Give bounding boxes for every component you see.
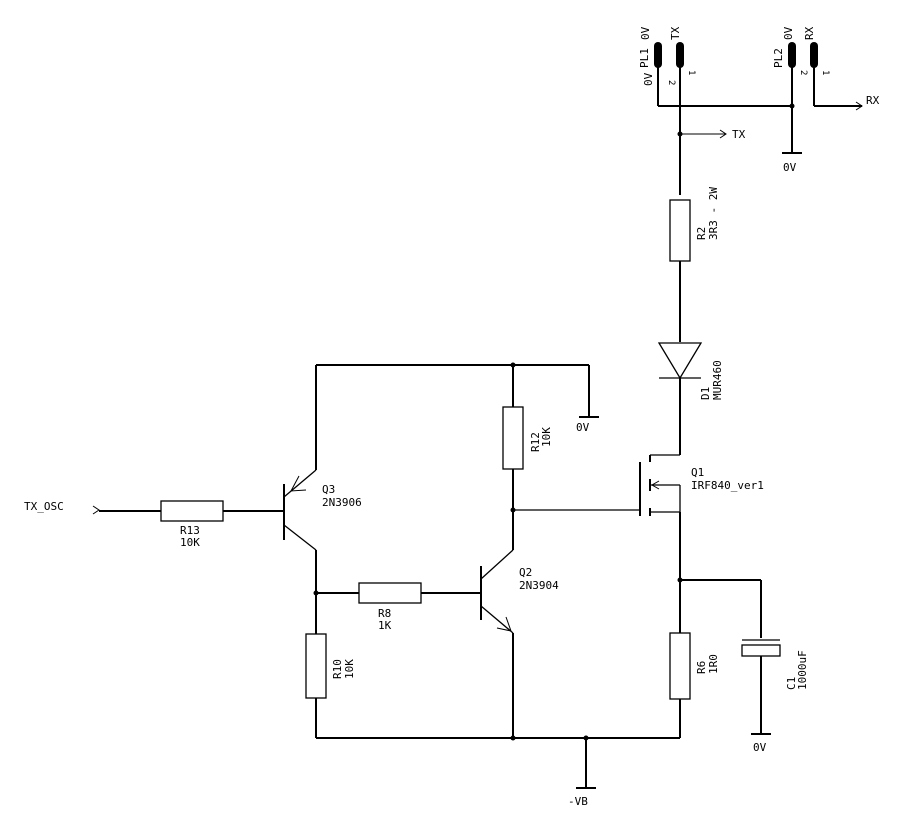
pl1-ref-label: PL1 <box>638 48 651 68</box>
input-tx-osc: TX_OSC <box>24 500 161 515</box>
r10-ref-label: R10 <box>331 659 344 679</box>
ground-label-cap: 0V <box>753 741 767 754</box>
pl2-pin1-net-label: RX <box>803 26 816 40</box>
pl1-left-net-label: 0V <box>642 72 655 86</box>
r6-value-label: 1R0 <box>707 654 720 674</box>
transistor-q3: Q3 2N3906 <box>283 469 362 634</box>
r8-value-label: 1K <box>378 619 392 632</box>
r2-value-label: 3R3 - 2W <box>707 187 720 240</box>
diode-d1: D1 MUR460 <box>657 342 724 455</box>
resistor-r8: R8 1K <box>316 582 481 632</box>
source-wiring <box>677 512 762 638</box>
pl2-pin2-net-label: 0V <box>782 26 795 40</box>
pl2-pin2-number: 2 <box>798 70 808 75</box>
r12-ref-label: R12 <box>529 432 542 452</box>
upper-rail: 0V <box>315 362 599 470</box>
resistor-r13: R13 10K <box>160 500 284 549</box>
resistor-r2: R2 3R3 - 2W <box>669 187 720 342</box>
pl2-pin1-number: 1 <box>820 70 830 75</box>
d1-ref-label: D1 <box>699 387 712 400</box>
r13-value-label: 10K <box>180 536 200 549</box>
resistor-r6: R6 1R0 <box>669 632 720 738</box>
r12-value-label: 10K <box>540 427 553 447</box>
r10-value-label: 10K <box>343 659 356 679</box>
q3-value-label: 2N3906 <box>322 496 362 509</box>
q1-ref-label: Q1 <box>691 466 704 479</box>
q2-ref-label: Q2 <box>519 566 532 579</box>
r6-ref-label: R6 <box>695 661 708 674</box>
connector-pl2: 0V RX PL2 2 1 <box>772 26 830 153</box>
top-wiring <box>658 101 863 195</box>
pl1-pin1-net-label: TX <box>669 26 682 40</box>
r8-ref-label: R8 <box>378 607 391 620</box>
pl2-ref-label: PL2 <box>772 48 785 68</box>
d1-value-label: MUR460 <box>711 360 724 400</box>
q1-value-label: IRF840_ver1 <box>691 479 764 492</box>
bottom-rail: -VB <box>316 735 680 808</box>
c1-ref-label: C1 <box>785 677 798 690</box>
c1-value-label: 1000uF <box>796 650 809 690</box>
r13-ref-label: R13 <box>180 524 200 537</box>
tx-net-label: TX <box>732 128 746 141</box>
connector-pl1: 0V TX PL1 0V 2 1 <box>638 26 696 106</box>
ground-label-top: 0V <box>783 161 797 174</box>
q3-ref-label: Q3 <box>322 483 335 496</box>
resistor-r12: R12 10K <box>502 406 553 550</box>
vb-net-label: -VB <box>568 795 588 808</box>
r2-ref-label: R2 <box>695 227 708 240</box>
transistor-q2: Q2 2N3904 <box>480 549 559 741</box>
pl1-pin1-number: 1 <box>686 70 696 75</box>
tx-osc-net-label: TX_OSC <box>24 500 64 513</box>
mosfet-q1: Q1 IRF840_ver1 <box>513 454 764 516</box>
capacitor-c1: C1 1000uF 0V <box>741 639 809 754</box>
pl1-pin2-net-label: 0V <box>639 26 652 40</box>
q2-value-label: 2N3904 <box>519 579 559 592</box>
ground-label-mid: 0V <box>576 421 590 434</box>
resistor-r10: R10 10K <box>305 633 356 738</box>
pl1-pin2-number: 2 <box>666 80 676 85</box>
rx-net-label: RX <box>866 94 880 107</box>
